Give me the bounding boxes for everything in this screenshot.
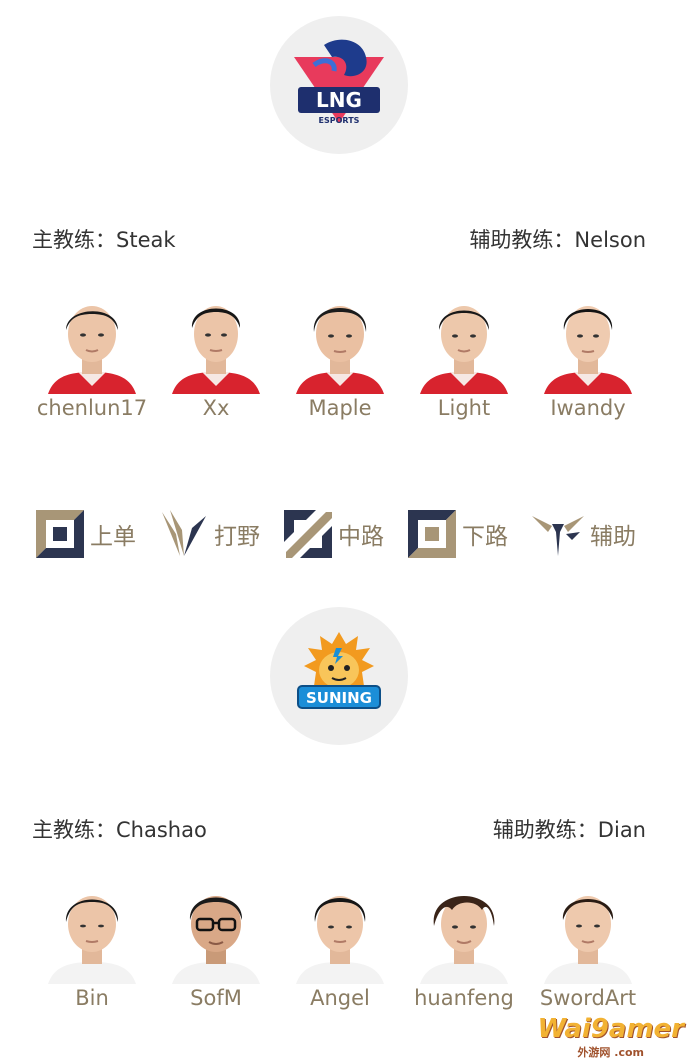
player-photo xyxy=(544,306,632,394)
role-support: 辅助 xyxy=(530,508,636,560)
player-card: huanfeng xyxy=(402,880,526,1010)
lng-logo-icon: LNG ESPORTS xyxy=(294,39,384,125)
support-icon xyxy=(532,516,584,556)
player-card: Xx xyxy=(154,290,278,420)
team2-coaches: 主教练：Chashao 辅助教练：Dian xyxy=(32,814,646,844)
player-name: chenlun17 xyxy=(36,396,148,420)
team1-players: chenlun17 Xx Maple xyxy=(30,290,650,420)
player-photo xyxy=(420,896,508,984)
role-top: 上单 xyxy=(34,508,136,560)
team1-coaches: 主教练：Steak 辅助教练：Nelson xyxy=(32,224,646,254)
player-photo xyxy=(48,896,136,984)
player-card: Angel xyxy=(278,880,402,1010)
role-jungle: 打野 xyxy=(158,508,260,560)
jungle-icon xyxy=(162,510,206,556)
player-card: Iwandy xyxy=(526,290,650,420)
team1-head-coach: 主教练：Steak xyxy=(32,228,176,252)
player-card: SwordArt xyxy=(526,880,650,1010)
player-name: Maple xyxy=(308,396,372,420)
mid-lane-icon xyxy=(284,510,332,558)
svg-text:ESPORTS: ESPORTS xyxy=(319,116,360,125)
role-mid: 中路 xyxy=(282,508,384,560)
team2-head-coach: 主教练：Chashao xyxy=(32,818,207,842)
top-lane-icon xyxy=(36,510,84,558)
site-watermark: Wai9amer 外游网 .com xyxy=(537,1014,684,1059)
player-photo xyxy=(172,306,260,394)
player-photo xyxy=(172,896,260,984)
player-name: huanfeng xyxy=(414,986,514,1010)
player-photo xyxy=(296,896,384,984)
player-card: Maple xyxy=(278,290,402,420)
bot-lane-icon xyxy=(408,510,456,558)
role-bot: 下路 xyxy=(406,508,508,560)
player-card: SofM xyxy=(154,880,278,1010)
team2-logo: SUNING xyxy=(270,607,408,745)
svg-text:LNG: LNG xyxy=(316,88,362,112)
player-card: Bin xyxy=(30,880,154,1010)
role-legend: 上单 打野 中路 下路 辅助 xyxy=(34,508,654,560)
player-card: Light xyxy=(402,290,526,420)
player-name: Bin xyxy=(75,986,109,1010)
team2-assistant-coach: 辅助教练：Dian xyxy=(492,818,646,842)
player-name: Angel xyxy=(310,986,370,1010)
svg-text:SUNING: SUNING xyxy=(306,689,372,707)
player-name: Light xyxy=(437,396,491,420)
player-name: Iwandy xyxy=(550,396,626,420)
team1-logo: LNG ESPORTS xyxy=(270,16,408,154)
player-name: SofM xyxy=(190,986,242,1010)
team2-players: Bin SofM Angel xyxy=(30,880,650,1010)
player-name: Xx xyxy=(202,396,230,420)
player-card: chenlun17 xyxy=(30,290,154,420)
player-photo xyxy=(48,306,136,394)
player-name: SwordArt xyxy=(539,986,637,1010)
player-photo xyxy=(420,306,508,394)
suning-logo-icon: SUNING xyxy=(297,632,381,709)
player-photo xyxy=(544,896,632,984)
player-photo xyxy=(296,306,384,394)
team1-assistant-coach: 辅助教练：Nelson xyxy=(469,228,646,252)
